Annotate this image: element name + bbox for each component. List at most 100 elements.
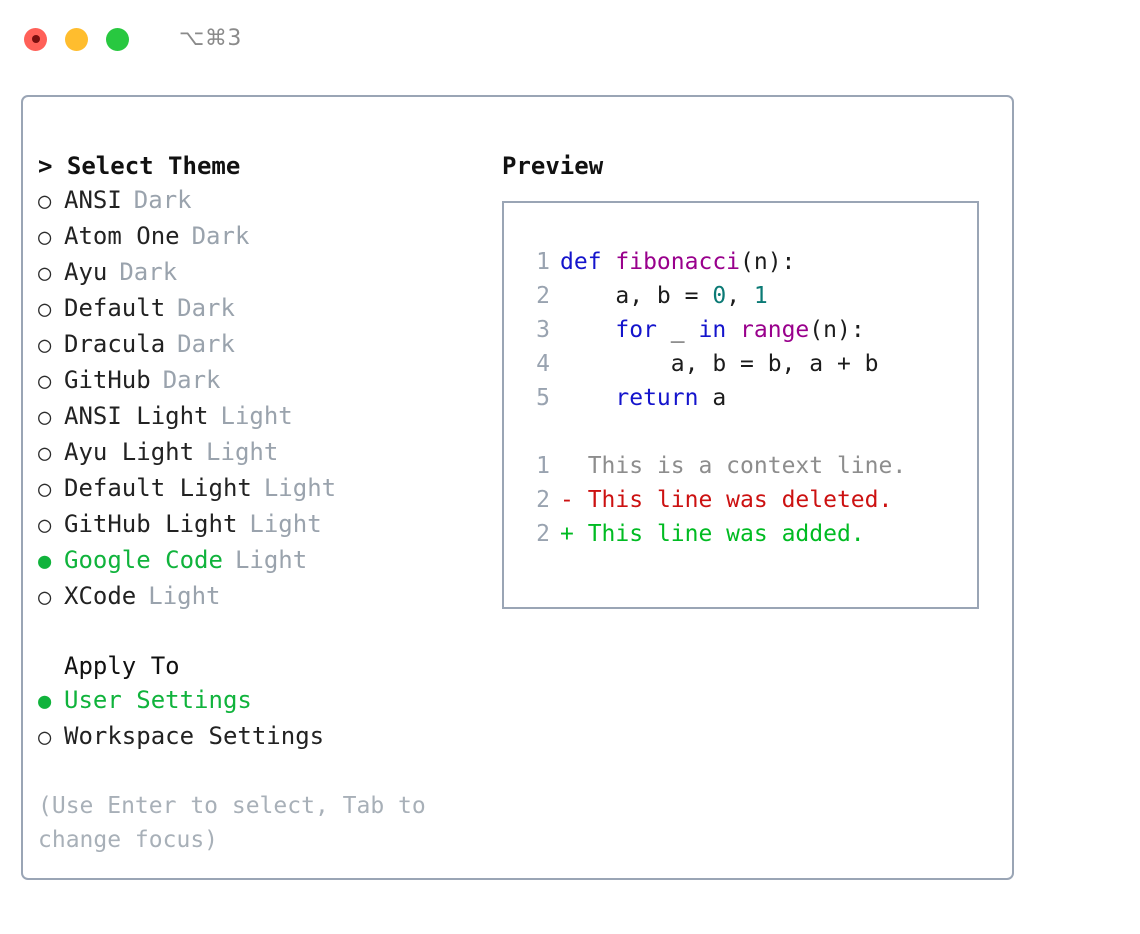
diff-line-text: This line was added. bbox=[573, 521, 865, 547]
theme-variant-badge: Dark bbox=[133, 186, 192, 214]
theme-option-label: Atom One bbox=[64, 222, 180, 250]
code-token-kw: for bbox=[615, 317, 657, 343]
spacer bbox=[38, 615, 498, 649]
radio-unselected-icon: ○ bbox=[38, 441, 52, 466]
theme-variant-badge: Dark bbox=[177, 330, 235, 358]
radio-unselected-icon: ○ bbox=[38, 261, 52, 286]
apply-to-option-list: ● User Settings ○ Workspace Settings bbox=[38, 683, 498, 755]
radio-unselected-icon: ○ bbox=[38, 477, 52, 502]
code-token-plain: a, b = b, a + b bbox=[560, 351, 879, 377]
code-token-plain: a, b = bbox=[560, 283, 713, 309]
code-token-kw: def bbox=[560, 249, 616, 275]
traffic-light-group bbox=[24, 27, 129, 51]
code-line-text: for _ in range(n): bbox=[560, 313, 865, 347]
maximize-window-icon[interactable] bbox=[106, 27, 129, 51]
code-token-plain: _ bbox=[656, 317, 699, 343]
code-line-text: a, b = b, a + b bbox=[560, 347, 879, 381]
code-line-text: a, b = 0, 1 bbox=[560, 279, 768, 313]
window-shortcut-label: ⌥⌘3 bbox=[179, 26, 242, 51]
diff-line-text: This line was deleted. bbox=[573, 487, 893, 513]
code-token-num: 0 bbox=[712, 283, 727, 309]
preview-heading: Preview bbox=[502, 152, 604, 180]
theme-option-label: GitHub Light bbox=[64, 510, 238, 538]
radio-unselected-icon: ○ bbox=[38, 225, 52, 250]
apply-to-option-label: Workspace Settings bbox=[64, 722, 325, 750]
radio-selected-icon: ● bbox=[38, 549, 52, 574]
code-token-fn: range bbox=[740, 317, 810, 343]
diff-marker: - bbox=[560, 487, 574, 513]
diff-marker: + bbox=[560, 521, 574, 547]
diff-line-text: This is a context line. bbox=[573, 453, 907, 479]
diff-line-deleted: 2- This line was deleted. bbox=[504, 483, 977, 517]
diff-marker bbox=[560, 449, 574, 483]
code-token-kw: return bbox=[615, 385, 699, 411]
line-number: 2 bbox=[536, 487, 550, 513]
select-theme-heading: > Select Theme bbox=[38, 152, 241, 180]
line-number: 2 bbox=[536, 283, 550, 309]
apply-to-option-label: User Settings bbox=[64, 686, 252, 714]
radio-unselected-icon: ○ bbox=[38, 297, 52, 322]
diff-sample: 1 This is a context line. 2- This line wa… bbox=[504, 449, 977, 551]
radio-unselected-icon: ○ bbox=[38, 725, 52, 750]
code-token-kw: in bbox=[698, 317, 727, 343]
minimize-window-icon[interactable] bbox=[65, 27, 88, 51]
theme-option-label: Dracula bbox=[64, 330, 166, 358]
theme-variant-badge: Dark bbox=[177, 294, 235, 322]
theme-option-label: Default bbox=[64, 294, 166, 322]
radio-unselected-icon: ○ bbox=[38, 513, 52, 538]
code-token-num: 1 bbox=[753, 283, 768, 309]
radio-unselected-icon: ○ bbox=[38, 369, 52, 394]
theme-option-label: ANSI bbox=[64, 186, 122, 214]
line-number: 3 bbox=[536, 317, 550, 343]
code-token-plain: (n): bbox=[740, 249, 796, 275]
keyboard-hint-text: (Use Enter to select, Tab to change focu… bbox=[38, 793, 426, 853]
theme-variant-badge: Light bbox=[234, 546, 308, 574]
code-line: 3 for _ in range(n): bbox=[504, 313, 977, 347]
radio-selected-icon: ● bbox=[38, 689, 52, 714]
theme-option-label: Ayu Light bbox=[64, 438, 195, 466]
theme-variant-badge: Light bbox=[148, 582, 221, 610]
theme-option-label: GitHub bbox=[64, 366, 151, 394]
line-number: 4 bbox=[536, 351, 550, 377]
apply-to-option-workspace-settings[interactable]: ○ Workspace Settings bbox=[38, 719, 498, 755]
theme-option-dracula[interactable]: ○ Dracula Dark bbox=[38, 327, 498, 363]
theme-variant-badge: Dark bbox=[119, 258, 178, 286]
theme-option-default[interactable]: ○ Default Dark bbox=[38, 291, 498, 327]
theme-variant-badge: Dark bbox=[191, 222, 250, 250]
radio-unselected-icon: ○ bbox=[38, 333, 52, 358]
apply-to-heading: Apply To bbox=[64, 652, 180, 680]
code-line: 2 a, b = 0, 1 bbox=[504, 279, 977, 313]
code-token-plain: (n): bbox=[809, 317, 865, 343]
theme-option-github[interactable]: ○ GitHub Dark bbox=[38, 363, 498, 399]
close-window-icon[interactable] bbox=[24, 27, 47, 51]
code-token-plain: a bbox=[698, 385, 727, 411]
code-token-plain bbox=[560, 385, 615, 411]
code-token-plain bbox=[726, 317, 740, 343]
code-line: 5 return a bbox=[504, 381, 977, 415]
radio-unselected-icon: ○ bbox=[38, 585, 52, 610]
diff-line-added: 2+ This line was added. bbox=[504, 517, 977, 551]
code-line-text: def fibonacci(n): bbox=[560, 245, 795, 279]
line-number: 1 bbox=[536, 453, 550, 479]
theme-option-atom-one[interactable]: ○ Atom One Dark bbox=[38, 219, 498, 255]
apply-to-option-user-settings[interactable]: ● User Settings bbox=[38, 683, 498, 719]
theme-variant-badge: Light bbox=[220, 402, 293, 430]
code-token-plain bbox=[560, 317, 615, 343]
radio-unselected-icon: ○ bbox=[38, 189, 52, 214]
line-number: 1 bbox=[536, 249, 550, 275]
radio-unselected-icon: ○ bbox=[38, 405, 52, 430]
theme-variant-badge: Dark bbox=[162, 366, 221, 394]
code-line-text: return a bbox=[560, 381, 726, 415]
line-number: 5 bbox=[536, 385, 550, 411]
theme-option-ansi[interactable]: ○ ANSI Dark bbox=[38, 183, 498, 219]
